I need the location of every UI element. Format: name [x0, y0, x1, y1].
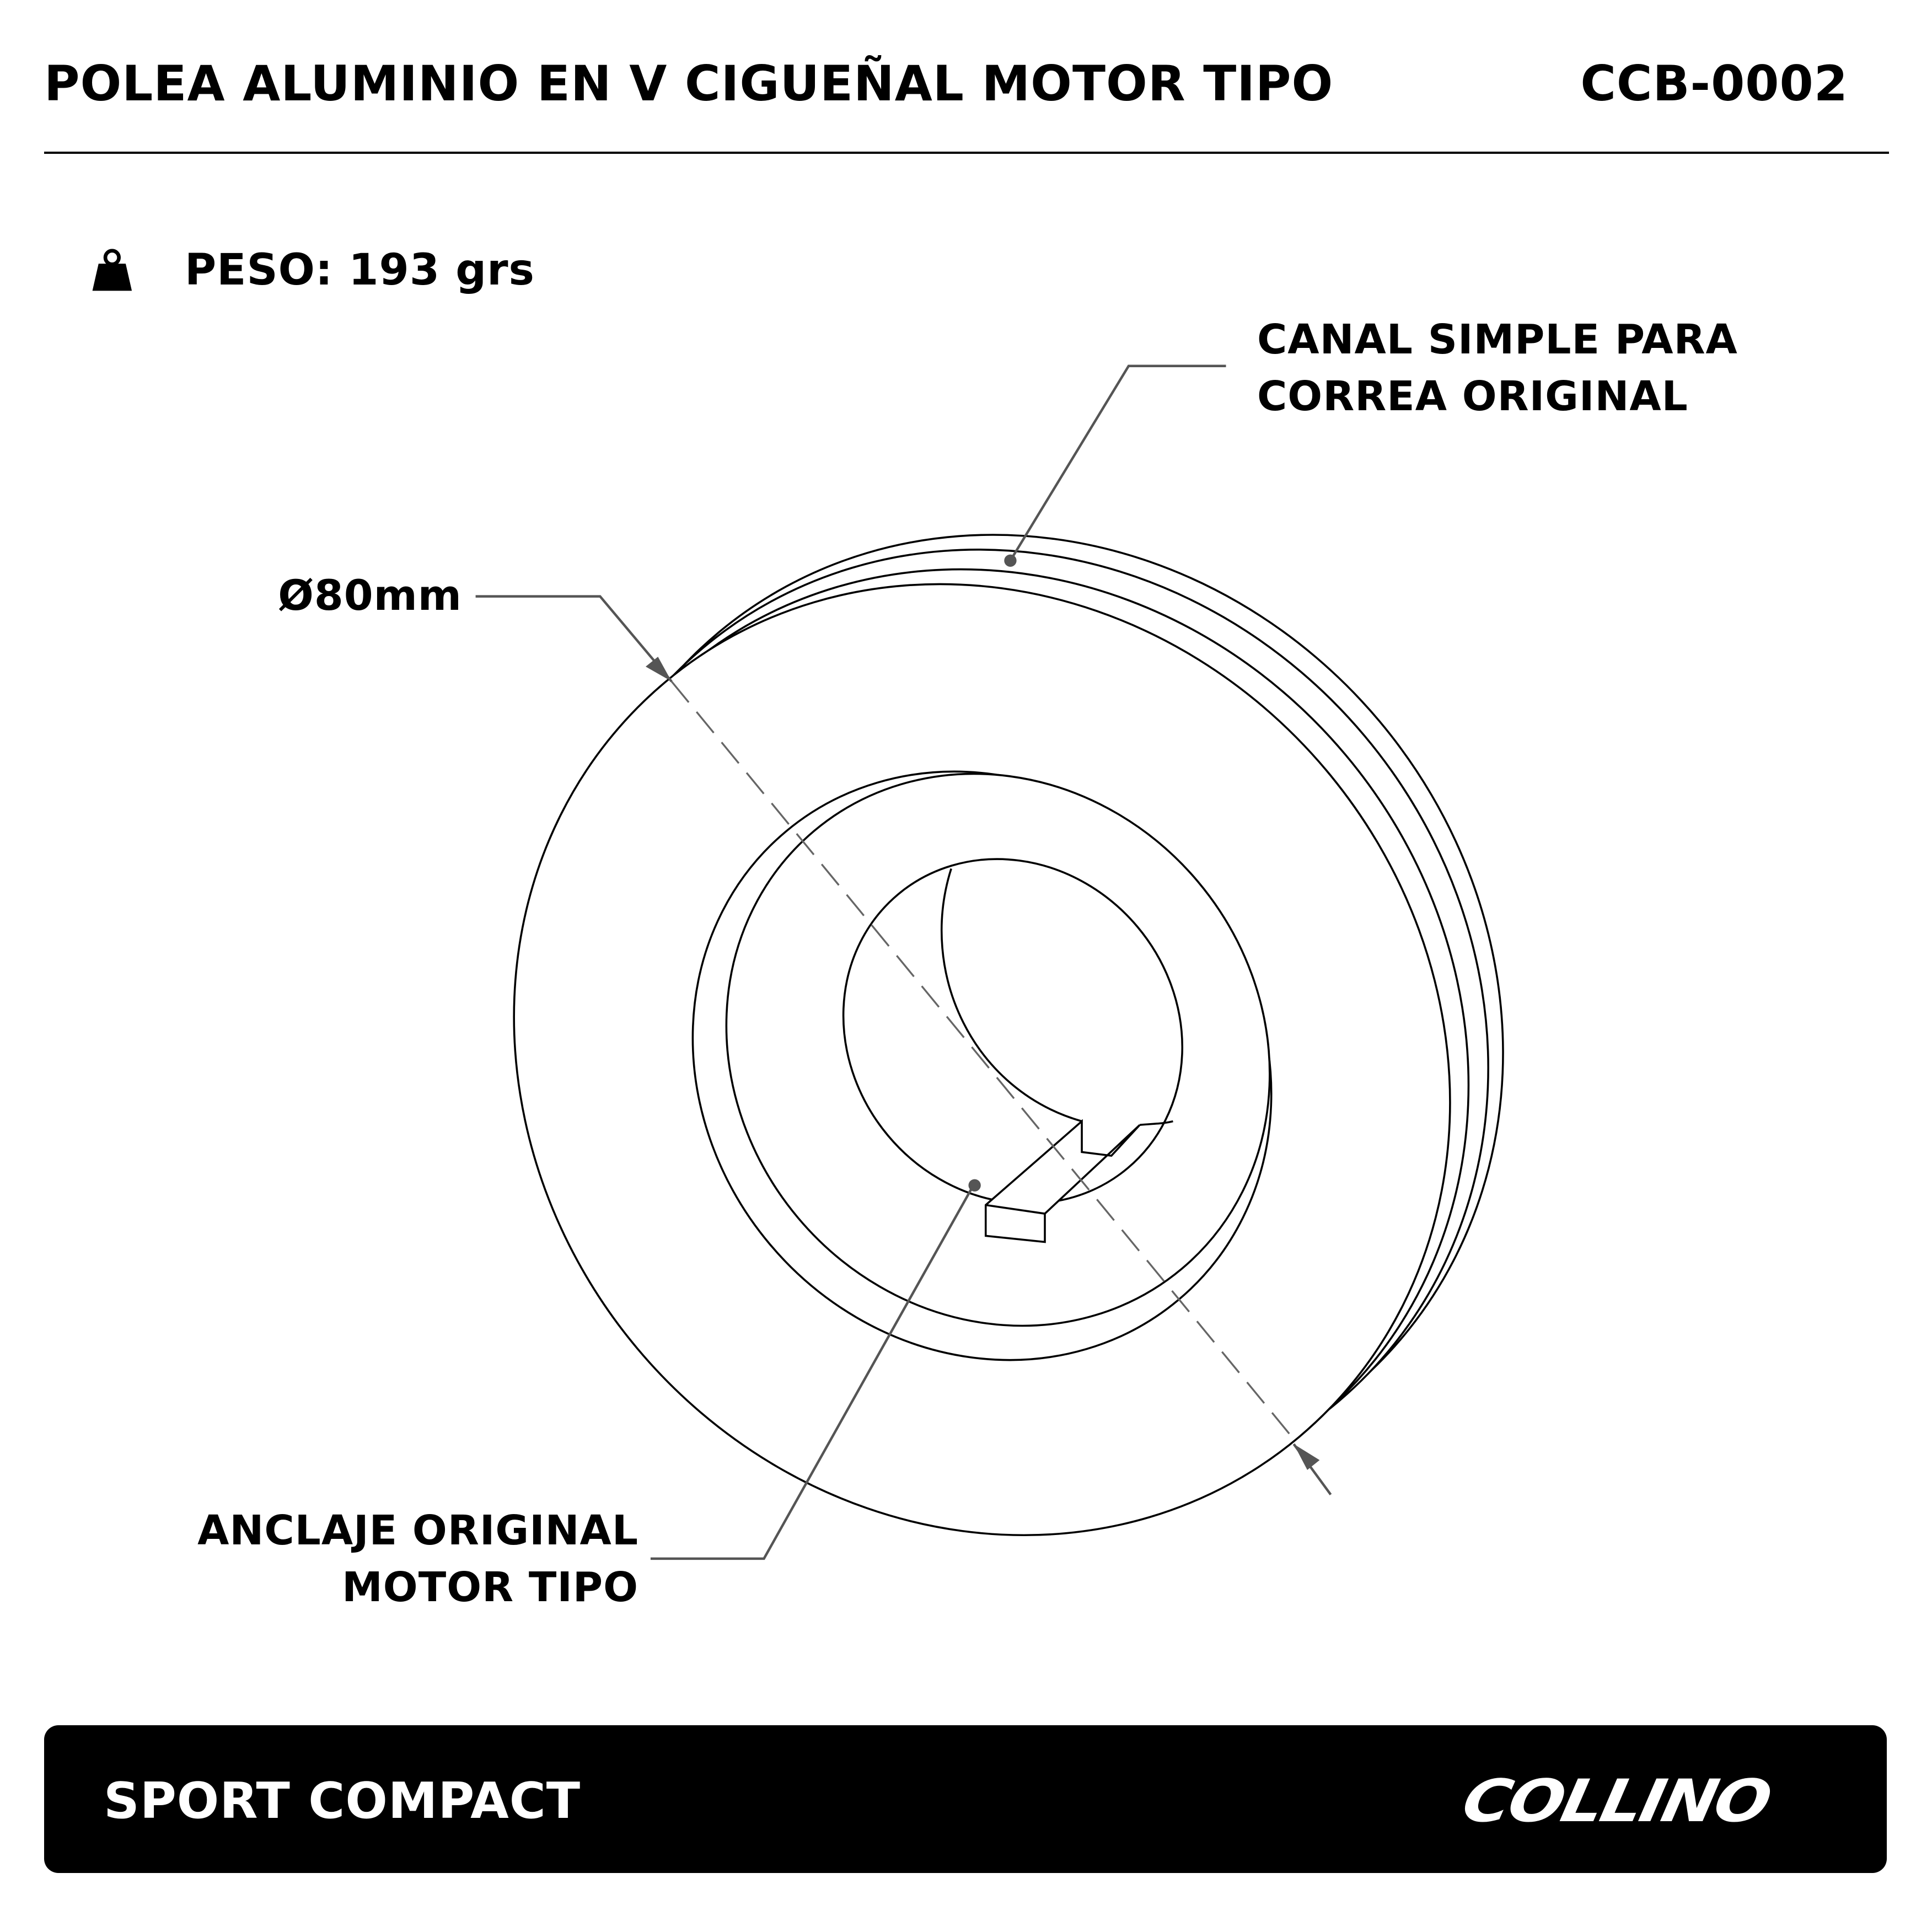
- canal-callout: CANAL SIMPLE PARA CORREA ORIGINAL: [1257, 312, 1738, 425]
- diameter-callout: Ø80mm: [278, 571, 462, 620]
- diameter-centerline: [670, 680, 1295, 1440]
- bore: [842, 858, 1184, 1205]
- footer-line-label: SPORT COMPACT: [104, 1772, 581, 1830]
- page-title: POLEA ALUMINIO EN V CIGUEÑAL MOTOR TIPO: [44, 55, 1334, 112]
- anclaje-dot: [968, 1179, 981, 1192]
- product-code: CCB-0002: [1580, 55, 1848, 112]
- canal-line-2: CORREA ORIGINAL: [1257, 373, 1688, 420]
- anclaje-line-1: ANCLAJE ORIGINAL: [197, 1507, 638, 1554]
- weight-label: PESO: 193 grs: [185, 245, 535, 295]
- footer-bar: SPORT COMPACT COLLINO: [44, 1725, 1887, 1873]
- canal-dot: [1004, 554, 1017, 567]
- anclaje-line-2: MOTOR TIPO: [342, 1564, 638, 1611]
- diameter-leader: [475, 595, 673, 683]
- brand-logo: COLLINO: [1456, 1766, 1776, 1836]
- bore-inner-wall: [940, 868, 1173, 1126]
- weight-icon: [92, 249, 132, 291]
- canal-line-1: CANAL SIMPLE PARA: [1257, 316, 1738, 363]
- arrowhead-icon: [645, 657, 672, 681]
- keyway: [984, 1119, 1141, 1243]
- arrowhead-icon: [1294, 1444, 1320, 1470]
- anclaje-callout: ANCLAJE ORIGINAL MOTOR TIPO: [197, 1502, 638, 1616]
- canal-leader: [1009, 364, 1226, 561]
- header-divider: [44, 152, 1889, 154]
- anclaje-leader: [650, 1184, 975, 1560]
